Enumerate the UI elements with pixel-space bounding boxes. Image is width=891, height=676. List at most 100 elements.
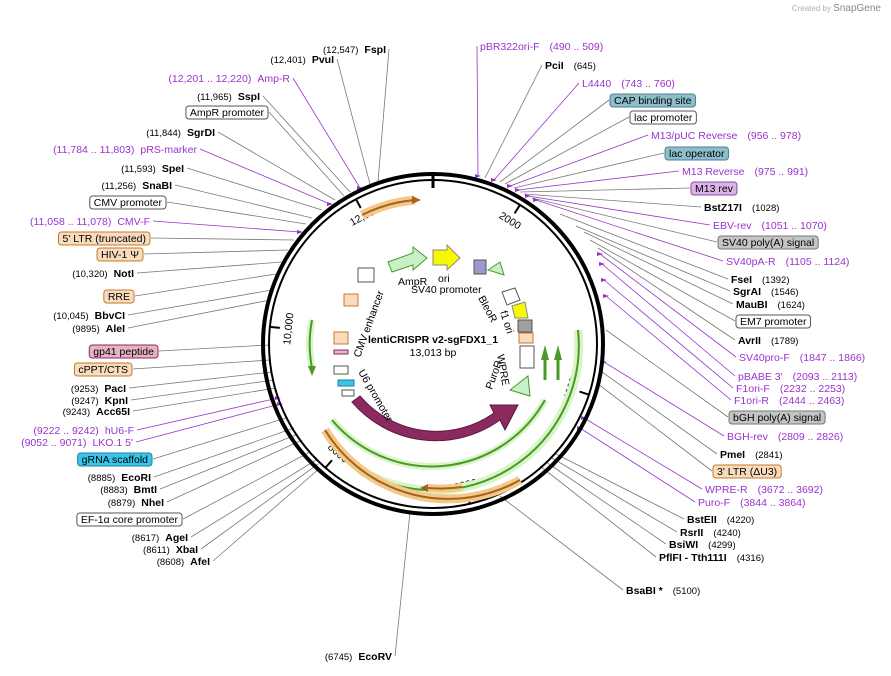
connector-lacprom — [504, 116, 630, 185]
label-position: (12,547) — [323, 45, 358, 56]
label-position: (975 .. 991) — [754, 166, 808, 178]
map-label-pvui: PvuI(12,401) — [270, 54, 334, 66]
label-name: BbvCI — [95, 310, 125, 322]
label-text: gRNA scaffold — [82, 454, 149, 466]
ltr-arrow-top — [412, 196, 421, 204]
map-label-cmvprom: CMV promoter — [89, 195, 167, 210]
map-label-sv40par: SV40pA-R(1105 .. 1124) — [726, 256, 849, 268]
label-name: EBV-rev — [713, 220, 752, 232]
map-label-ampr_primer: Amp-R(12,201 .. 12,220) — [168, 73, 290, 85]
connector-bsiwi — [545, 461, 667, 545]
label-name: CMV-F — [117, 216, 150, 228]
label-text: AmpR promoter — [190, 107, 265, 119]
cmv-block — [357, 267, 375, 283]
label-name: SV40pA-R — [726, 256, 776, 268]
label-position: (12,401) — [270, 55, 305, 66]
label-name: Amp-R — [257, 73, 290, 85]
ori-label: ori — [438, 273, 450, 285]
label-position: (4240) — [713, 528, 740, 539]
connector-ltr5 — [150, 237, 295, 241]
tick-label: 10,000 — [281, 312, 296, 345]
connector-fspi — [377, 48, 390, 183]
label-box — [89, 195, 167, 210]
map-label-acc65i: Acc65I(9243) — [63, 406, 130, 418]
label-name: NotI — [114, 268, 134, 280]
label-box — [73, 362, 133, 377]
map-label-cap: CAP binding site — [609, 93, 696, 108]
primer-arrow — [327, 202, 333, 206]
primer-arrow — [525, 194, 531, 198]
connector-bmti — [159, 433, 299, 490]
connector-noti — [136, 261, 283, 274]
label-text: CAP binding site — [614, 95, 692, 107]
label-position: (956 .. 978) — [747, 130, 801, 142]
connector-pcii — [484, 64, 543, 179]
labels-layer: FspI(12,547)PvuI(12,401)Amp-R(12,201 .. … — [21, 41, 865, 663]
map-label-bbvci: BbvCI(10,045) — [53, 310, 125, 322]
map-label-wprer: WPRE-R(3672 .. 3692) — [705, 484, 823, 496]
cppt-block — [333, 365, 349, 375]
label-name: AfeI — [190, 556, 210, 568]
feature-arcs: AmpR ori SV40 promoter BleoR f1 ori WPRE… — [306, 195, 584, 504]
connector-fsei — [559, 213, 729, 280]
label-position: (2093 .. 2113) — [793, 371, 858, 383]
ltr-arrow-bottom — [420, 484, 428, 492]
ltr-arc-top — [359, 195, 416, 220]
tick-mark — [355, 198, 362, 209]
connector-wprer — [583, 417, 703, 490]
map-label-bsiwi: BsiWI(4299) — [669, 539, 736, 551]
connector-sgrdi — [217, 131, 336, 201]
map-label-ecorv: EcoRV(6745) — [325, 651, 392, 663]
connector-m13rev — [517, 170, 680, 191]
map-label-ltr5: 5' LTR (truncated) — [57, 231, 151, 246]
label-name: BGH-rev — [727, 431, 769, 443]
connector-sspi — [262, 95, 351, 193]
map-label-bmti: BmtI(8883) — [100, 484, 157, 496]
label-position: (9247) — [71, 396, 98, 407]
connector-bbvci — [127, 289, 273, 316]
connector-cppt — [132, 359, 271, 370]
connector-maubi — [583, 231, 734, 305]
label-box — [103, 289, 135, 304]
map-label-prs: pRS-marker(11,784 .. 11,803) — [53, 144, 197, 156]
label-text: bGH poly(A) signal — [733, 412, 821, 424]
green-arrow-1 — [541, 345, 549, 360]
connector-ecori — [153, 427, 295, 478]
f1ori-label: f1 ori — [497, 309, 516, 335]
label-position: (743 .. 760) — [621, 78, 675, 90]
connector-ampr_prom — [268, 111, 345, 197]
map-label-sspi: SspI(11,965) — [197, 91, 260, 103]
label-position: (11,784 .. 11,803) — [53, 144, 134, 156]
map-label-agei: AgeI(8617) — [132, 532, 188, 544]
label-name: NheI — [141, 497, 164, 509]
label-name: BsaBI * — [626, 585, 664, 597]
green-arrow-2 — [554, 345, 562, 360]
label-position: (645) — [574, 61, 596, 72]
connector-cap — [499, 99, 610, 183]
map-label-pflfi: PflFI - Tth111I(4316) — [659, 552, 764, 564]
connector-spei — [186, 167, 323, 211]
label-name: SpeI — [162, 163, 184, 175]
map-label-snabi: SnaBI(11,256) — [102, 180, 173, 192]
label-position: (1392) — [762, 275, 789, 286]
label-position: (1624) — [778, 300, 805, 311]
label-text: EF-1α core promoter — [81, 514, 179, 526]
ampr-arrow — [387, 245, 428, 273]
snapgene-credit: Created by SnapGene — [792, 3, 881, 14]
label-position: (8883) — [100, 485, 127, 496]
label-position: (8608) — [157, 557, 184, 568]
map-label-nhei: NheI(8879) — [108, 497, 164, 509]
map-label-f1orif: F1ori-F(2232 .. 2253) — [736, 383, 845, 395]
label-position: (4220) — [727, 515, 754, 526]
label-position: (3844 .. 3864) — [740, 497, 805, 509]
map-label-kpni: KpnI(9247) — [71, 395, 128, 407]
map-label-pbr322: pBR322ori-F(490 .. 509) — [480, 41, 603, 53]
label-box — [690, 181, 738, 196]
connector-paci — [128, 371, 273, 389]
backbone-outer-ring — [261, 172, 605, 516]
label-position: (2444 .. 2463) — [779, 395, 844, 407]
label-text: gp41 peptide — [93, 346, 154, 358]
connector-gp41 — [158, 344, 270, 352]
